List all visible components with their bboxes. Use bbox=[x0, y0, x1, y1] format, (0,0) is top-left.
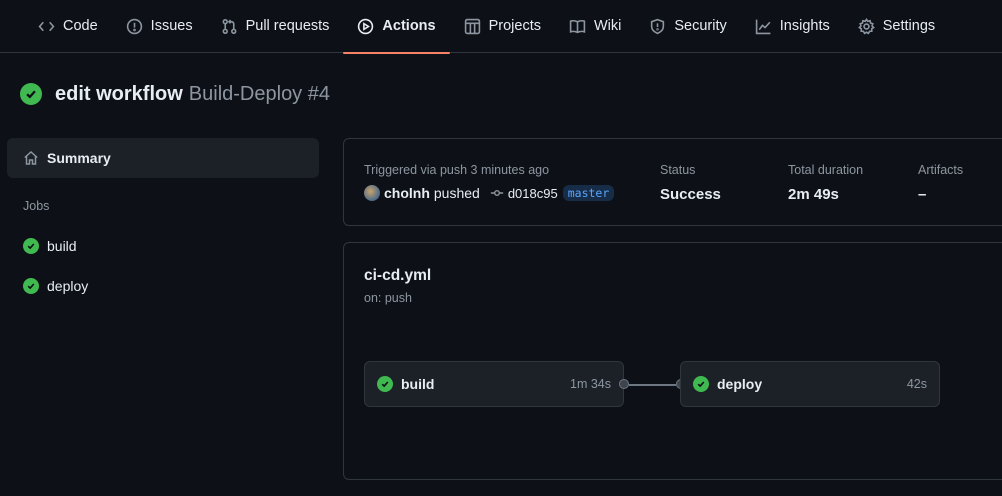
tab-label: Actions bbox=[382, 18, 436, 34]
tab-label: Issues bbox=[150, 18, 193, 34]
tab-projects[interactable]: Projects bbox=[450, 0, 555, 53]
tab-security[interactable]: Security bbox=[635, 0, 740, 53]
shield-icon bbox=[649, 18, 666, 35]
job-node-deploy[interactable]: deploy 42s bbox=[680, 361, 940, 407]
sidebar-item-deploy[interactable]: deploy bbox=[23, 278, 88, 294]
tab-wiki[interactable]: Wiki bbox=[555, 0, 635, 53]
pull-request-icon bbox=[221, 18, 238, 35]
graph-icon bbox=[755, 18, 772, 35]
play-icon bbox=[357, 18, 374, 35]
job-node-build[interactable]: build 1m 34s bbox=[364, 361, 624, 407]
sidebar-item-build[interactable]: build bbox=[23, 238, 77, 254]
tab-settings[interactable]: Settings bbox=[844, 0, 949, 53]
sidebar-item-summary[interactable]: Summary bbox=[7, 138, 319, 178]
table-icon bbox=[464, 18, 481, 35]
tab-label: Insights bbox=[779, 18, 830, 34]
status-label: Status bbox=[660, 163, 696, 177]
tab-actions[interactable]: Actions bbox=[343, 0, 450, 54]
duration-value: 2m 49s bbox=[788, 186, 839, 203]
home-icon bbox=[24, 150, 38, 165]
sidebar-item-label: deploy bbox=[47, 278, 89, 294]
tab-issues[interactable]: Issues bbox=[112, 0, 207, 53]
job-connector-line bbox=[629, 384, 676, 386]
success-check-icon bbox=[377, 376, 393, 392]
jobs-heading: Jobs bbox=[23, 199, 50, 213]
user-link[interactable]: cholnh bbox=[384, 185, 430, 201]
artifacts-label: Artifacts bbox=[918, 163, 964, 177]
run-summary-card: Triggered via push 3 minutes ago cholnh … bbox=[343, 138, 1002, 226]
success-check-icon bbox=[20, 83, 42, 105]
workflow-trigger: on: push bbox=[364, 291, 412, 305]
sidebar-item-label: build bbox=[47, 238, 77, 254]
tab-label: Pull requests bbox=[245, 18, 330, 34]
action-text: pushed bbox=[433, 185, 480, 201]
repo-nav: Code Issues Pull requests Actions Projec… bbox=[0, 0, 1002, 54]
run-title-text: edit workflow bbox=[55, 82, 183, 105]
job-name: deploy bbox=[717, 376, 763, 392]
issue-icon bbox=[126, 18, 143, 35]
commit-sha-link[interactable]: d018c95 bbox=[507, 185, 558, 201]
success-check-icon bbox=[693, 376, 709, 392]
success-check-icon bbox=[23, 238, 39, 254]
run-title: edit workflow Build-Deploy #4 bbox=[20, 81, 330, 107]
tab-pull-requests[interactable]: Pull requests bbox=[207, 0, 344, 53]
job-duration: 42s bbox=[906, 377, 927, 391]
tab-label: Projects bbox=[488, 18, 541, 34]
commit-icon bbox=[490, 186, 504, 200]
workflow-graph-card: ci-cd.yml on: push build 1m 34s deploy 4… bbox=[343, 242, 1002, 480]
duration-label: Total duration bbox=[788, 163, 864, 177]
trigger-label: Triggered via push 3 minutes ago bbox=[364, 163, 550, 177]
workflow-run-name: Build-Deploy #4 bbox=[188, 82, 330, 105]
connector-dot bbox=[619, 379, 629, 389]
tab-label: Security bbox=[674, 18, 727, 34]
trigger-details: cholnh pushed d018c95 master bbox=[364, 185, 615, 201]
tab-label: Code bbox=[63, 18, 98, 34]
tab-label: Wiki bbox=[593, 18, 622, 34]
job-name: build bbox=[401, 376, 435, 392]
job-duration: 1m 34s bbox=[570, 377, 611, 391]
status-value: Success bbox=[660, 186, 721, 203]
sidebar-item-label: Summary bbox=[47, 150, 111, 166]
branch-badge[interactable]: master bbox=[562, 185, 615, 201]
code-icon bbox=[38, 18, 55, 35]
book-icon bbox=[569, 18, 586, 35]
workflow-file-name[interactable]: ci-cd.yml bbox=[364, 267, 432, 284]
tab-insights[interactable]: Insights bbox=[741, 0, 844, 53]
gear-icon bbox=[857, 17, 875, 35]
tab-code[interactable]: Code bbox=[24, 0, 112, 53]
tab-label: Settings bbox=[882, 18, 936, 34]
avatar[interactable] bbox=[364, 185, 380, 201]
artifacts-value: – bbox=[918, 186, 927, 203]
success-check-icon bbox=[23, 278, 39, 294]
